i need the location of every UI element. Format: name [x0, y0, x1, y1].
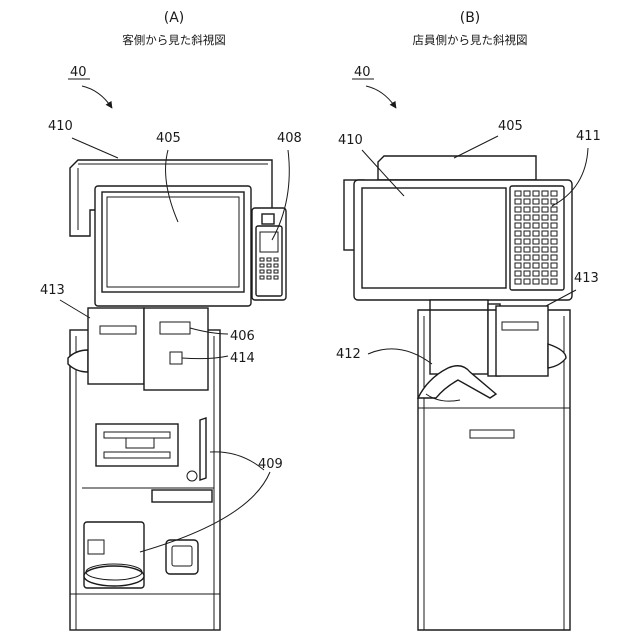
panel-b: (B) 店員側から見た斜視図 40 410 405 — [336, 10, 601, 630]
receipt-slot-a — [152, 490, 212, 502]
panel-b-caption: 店員側から見た斜視図 — [413, 33, 528, 47]
label-411-b: 411 — [576, 129, 601, 144]
label-413-a: 413 — [40, 283, 65, 298]
keypad-411 — [510, 186, 564, 290]
label-409-a: 409 — [258, 457, 283, 472]
stand-b — [430, 300, 488, 374]
label-405-a: 405 — [156, 131, 181, 146]
handle-b — [470, 430, 514, 438]
side-unit-a — [88, 308, 144, 384]
label-405-b: 405 — [498, 119, 523, 134]
ref-label-a: 40 — [70, 65, 87, 80]
label-413-b: 413 — [574, 271, 599, 286]
top-cover-b — [378, 156, 536, 180]
coin-slot-a — [166, 540, 198, 574]
card-unit-a — [144, 308, 208, 390]
panel-a: (A) 客側から見た斜視図 40 — [40, 10, 302, 630]
ref-arrow-a — [82, 86, 112, 108]
lock-a — [187, 471, 197, 481]
label-412-b: 412 — [336, 347, 361, 362]
ref-arrow-b — [366, 86, 396, 108]
side-unit-b — [496, 306, 548, 376]
label-410-a: 410 — [48, 119, 73, 134]
screen-b — [362, 188, 506, 288]
ref-label-b: 40 — [354, 65, 371, 80]
panel-a-caption: 客側から見た斜視図 — [122, 33, 226, 47]
bill-unit-a — [96, 424, 178, 466]
screen-a — [102, 192, 244, 292]
panel-b-title: (B) — [460, 10, 481, 26]
panel-a-title: (A) — [164, 10, 185, 26]
label-414-a: 414 — [230, 351, 255, 366]
label-410-b: 410 — [338, 133, 363, 148]
label-406-a: 406 — [230, 329, 255, 344]
label-408-a: 408 — [277, 131, 302, 146]
